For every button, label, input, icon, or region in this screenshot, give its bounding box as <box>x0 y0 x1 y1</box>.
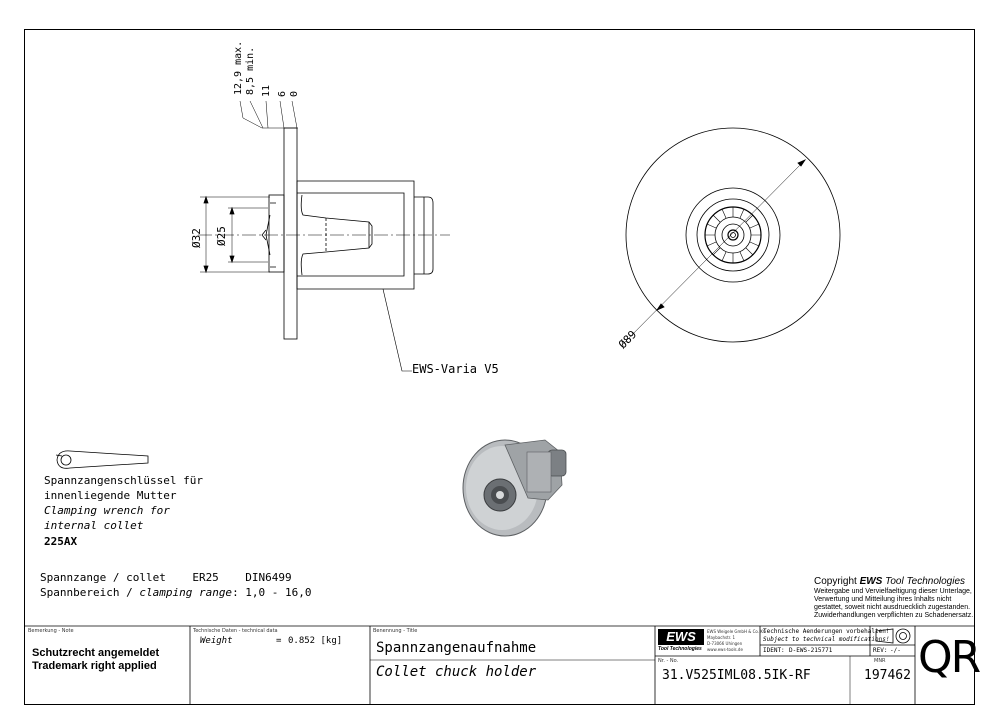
dim-dia32: Ø32 <box>190 228 203 248</box>
copyright-l2: Verwertung und Mitteilung ihres Inhalts … <box>814 596 952 603</box>
rev-label: REV: <box>873 647 888 654</box>
copyright-l4: Zuwiderhandlungen verpflichten zu Schade… <box>814 612 974 619</box>
weight-eq: = <box>276 636 282 646</box>
flange-outline <box>283 127 298 340</box>
title-en: Collet chuck holder <box>376 664 537 680</box>
copyright-suffix: Tool Technologies <box>882 576 966 587</box>
title-caption: Benennung - Title <box>373 628 418 634</box>
copyright-brand: EWS <box>859 576 883 587</box>
copyright-title: Copyright EWS Tool Technologies <box>814 576 965 587</box>
weight-value: 0.852 [kg] <box>288 636 343 646</box>
nr-caption: Nr. - No. <box>658 658 679 664</box>
dim-dia25: Ø25 <box>215 226 228 246</box>
wrench-code: 225AX <box>44 535 78 548</box>
wrench-line1-de: Spannzangenschlüssel für <box>44 474 203 487</box>
note-line1: Schutzrecht angemeldet <box>32 647 160 659</box>
tech-caption: Technische Daten - technical data <box>193 628 278 634</box>
copyright-l3: gestattet, soweit nicht ausdruecklich zu… <box>814 604 971 611</box>
dim-11: 11 <box>261 84 272 97</box>
front-view <box>621 127 841 346</box>
dim-6: 6 <box>277 90 288 97</box>
body-outline <box>296 180 415 290</box>
render-3d <box>462 439 567 537</box>
side-view <box>198 100 450 372</box>
note-line2: Trademark right applied <box>32 660 157 672</box>
wrench-line1-en: Clamping wrench for <box>44 504 170 517</box>
rev-value: -/- <box>890 647 901 654</box>
ident-label: IDENT: <box>763 647 785 654</box>
nose-outline <box>414 196 434 275</box>
wrench-line2-en: internal collet <box>44 519 144 532</box>
collet-outline <box>300 194 373 276</box>
copyright-l1: Weitergabe und Vervielfaeltigung dieser … <box>814 588 972 595</box>
mnr-caption: MNR <box>874 658 886 664</box>
drawing-frame <box>24 29 975 705</box>
clamping-range-de: Spannbereich / <box>40 586 140 599</box>
title-de: Spannzangenaufnahme <box>376 640 537 656</box>
part-label: EWS-Varia V5 <box>412 362 499 376</box>
dim-0: 0 <box>289 90 300 97</box>
weight-label: Weight <box>200 636 233 646</box>
ident-value: D-EWS-215771 <box>789 647 833 654</box>
mnr-value: 197462 <box>864 668 911 683</box>
part-number: 31.V525IML08.5IK-RF <box>662 668 811 683</box>
collet-spec-row1: Spannzange / collet ER25 DIN6499 <box>40 571 292 584</box>
qr-label: QR <box>918 632 981 683</box>
ews-logo-sub: Tool Technologies <box>658 646 702 652</box>
copyright-prefix: Copyright <box>814 576 860 587</box>
dim-12-9-max: 12,9 max. <box>233 40 244 95</box>
company-l1: EWS Weigele GmbH & Co. KG <box>707 629 767 634</box>
change-l1: Technische Aenderungen vorbehalten! <box>763 628 890 635</box>
wrench-sketch <box>55 450 149 469</box>
note-caption: Bemerkung - Note <box>28 628 74 634</box>
ews-logo: EWS <box>658 629 704 645</box>
company-l4: www.ews-tools.de <box>707 647 743 652</box>
company-l3: D-73066 Uhingen <box>707 641 743 646</box>
flange-circle <box>625 127 841 343</box>
company-l2: Maybachstr. 1 <box>707 635 736 640</box>
clamping-range-value: : 1,0 - 16,0 <box>232 586 312 599</box>
projection-symbol <box>875 628 911 644</box>
wrench-line2-de: innenliegende Mutter <box>44 489 177 502</box>
collet-spec-row2: Spannbereich / clamping range: 1,0 - 16,… <box>40 586 312 599</box>
dim-8-5-min: 8,5 min. <box>245 46 256 95</box>
clamping-range-en: clamping range <box>139 586 233 599</box>
spindle-stub <box>268 194 285 273</box>
change-l2: Subject to technical modifications! <box>763 636 890 643</box>
title-block-grid <box>25 625 975 705</box>
